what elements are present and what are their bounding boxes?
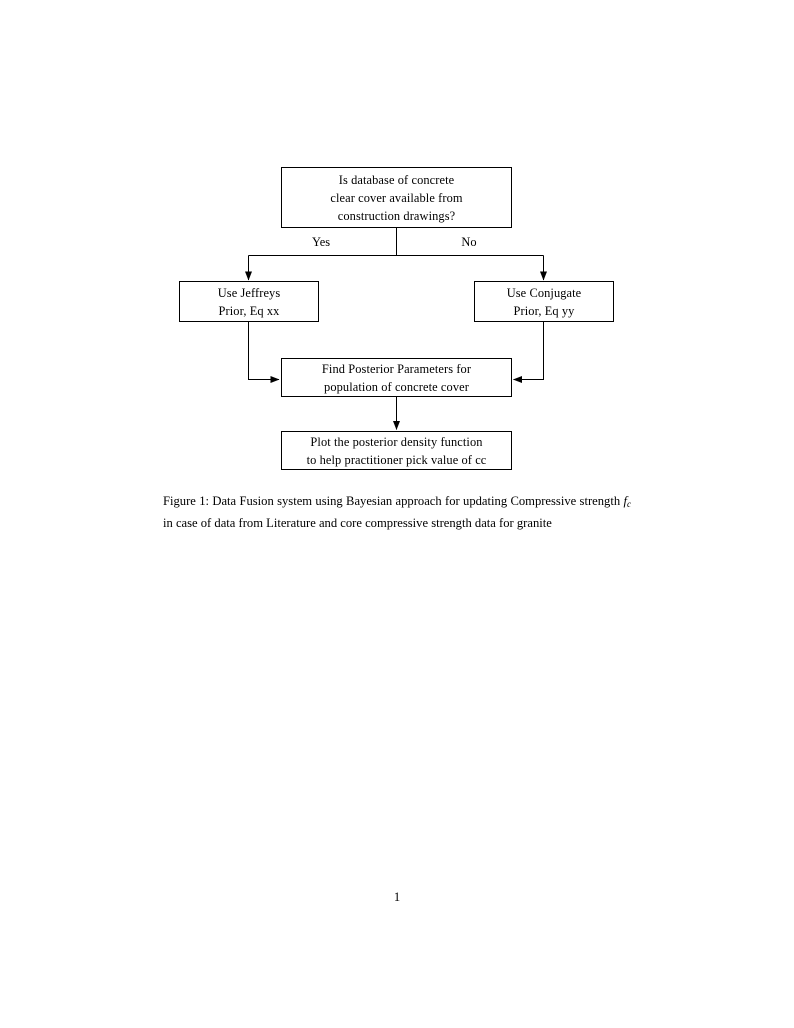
- conjugate-line-2: Prior, Eq yy: [513, 303, 575, 318]
- caption-label: Figure 1:: [163, 494, 210, 508]
- figure-flowchart: Is database of concrete clear cover avai…: [0, 0, 794, 490]
- caption-symbol-base: f: [623, 494, 627, 508]
- flowchart-node-decision: Is database of concrete clear cover avai…: [281, 167, 512, 228]
- jeffreys-line-2: Prior, Eq xx: [218, 303, 280, 318]
- decision-line-1: Is database of concrete: [338, 172, 455, 187]
- posterior-line-1: Find Posterior Parameters for: [321, 361, 472, 376]
- flowchart-node-jeffreys-prior: Use Jeffreys Prior, Eq xx: [179, 281, 319, 322]
- flowchart-connectors: [245, 228, 547, 430]
- caption-math-symbol: fc: [623, 494, 631, 509]
- flowchart-node-plot-density: Plot the posterior density function to h…: [281, 431, 512, 470]
- posterior-line-2: population of concrete cover: [324, 379, 469, 394]
- edge-jeffreys-to-posterior: [248, 322, 280, 383]
- decision-line-2: clear cover available from: [330, 190, 463, 205]
- page-number: 1: [393, 890, 401, 904]
- edge-conjugate-to-posterior: [513, 322, 544, 383]
- edge-label-yes: Yes: [311, 235, 331, 249]
- conjugate-line-1: Use Conjugate: [506, 285, 582, 300]
- plot-line-1: Plot the posterior density function: [310, 434, 483, 449]
- flowchart-node-conjugate-prior: Use Conjugate Prior, Eq yy: [474, 281, 614, 322]
- jeffreys-line-1: Use Jeffreys: [217, 285, 281, 300]
- caption-text-after: in case of data from Literature and core…: [163, 516, 552, 531]
- flowchart-node-find-posterior: Find Posterior Parameters for population…: [281, 358, 512, 397]
- plot-line-2: to help practitioner pick value of cc: [306, 452, 487, 467]
- caption-symbol-subscript: c: [626, 498, 631, 509]
- caption-text-before: Data Fusion system using Bayesian approa…: [212, 494, 621, 508]
- edge-label-no: No: [461, 235, 477, 249]
- decision-line-3: construction drawings?: [337, 208, 456, 223]
- figure-caption: Figure 1: Data Fusion system using Bayes…: [163, 492, 631, 534]
